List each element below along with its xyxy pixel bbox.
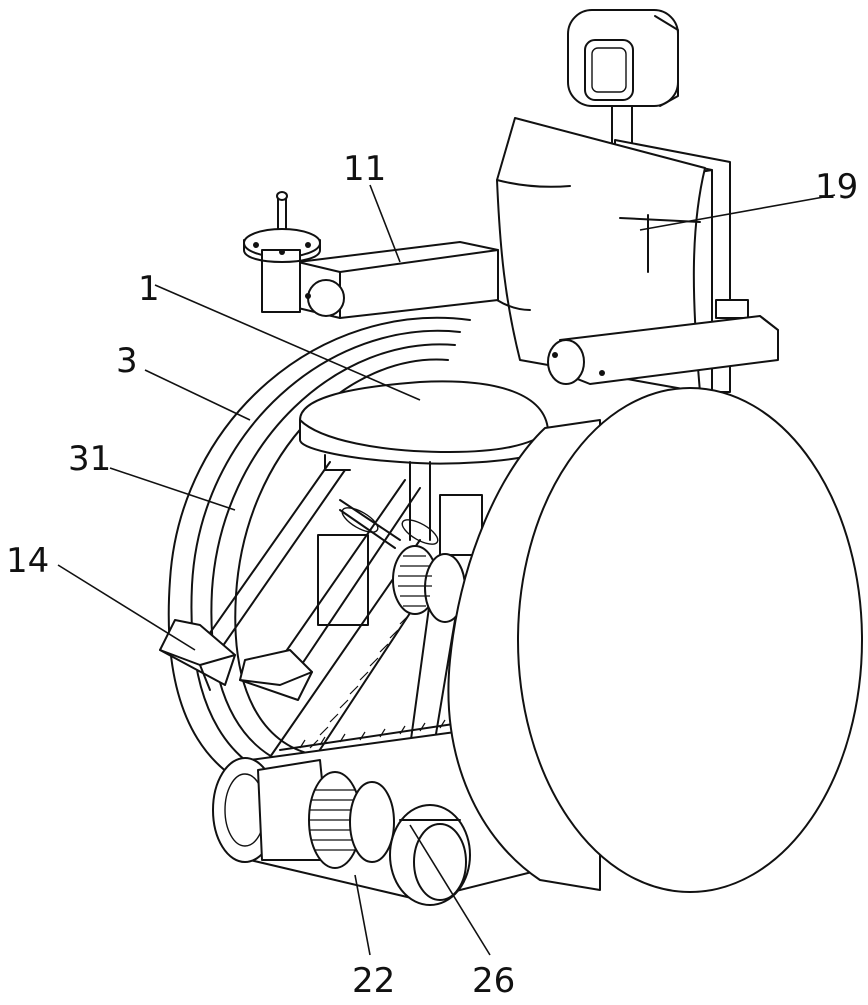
joystick-controller	[243, 191, 321, 313]
left-armrest	[297, 241, 499, 319]
headrest	[567, 9, 679, 145]
drive-belt	[267, 539, 466, 831]
right-armrest	[547, 299, 779, 385]
label-3: 3	[116, 341, 138, 381]
leader-lines	[57, 184, 836, 956]
footrests	[159, 619, 313, 701]
track-unit	[212, 719, 541, 906]
label-19: 19	[815, 167, 858, 207]
front-wheel	[447, 387, 863, 893]
leg-supports	[204, 461, 439, 671]
label-26: 26	[472, 961, 515, 1000]
label-22: 22	[352, 961, 395, 1000]
seat	[299, 380, 549, 465]
label-1: 1	[138, 269, 160, 309]
label-14: 14	[6, 541, 49, 581]
rear-wheel	[167, 316, 471, 801]
label-31: 31	[68, 439, 111, 479]
label-11: 11	[343, 149, 386, 189]
